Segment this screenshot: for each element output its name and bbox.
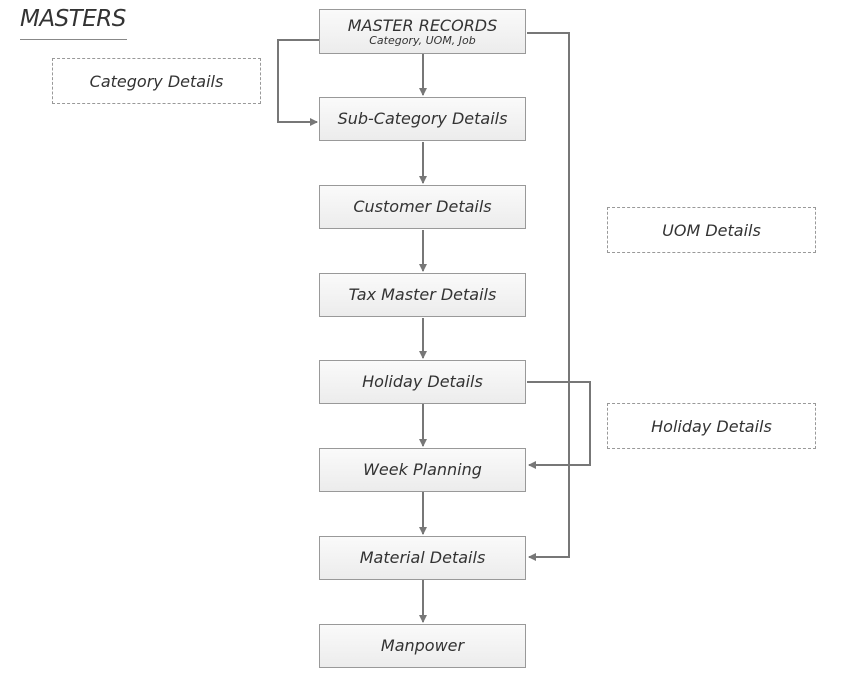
master-records-sublabel: Category, UOM, Job [369,33,476,47]
title-underline [20,39,127,40]
category-details-note: Category Details [52,58,261,104]
holiday-details-label: Holiday Details [362,372,483,391]
diagram-title: MASTERS [20,6,126,32]
week-planning-box[interactable]: Week Planning [319,448,526,492]
sub-category-details-label: Sub-Category Details [337,109,508,128]
sub-category-details-box[interactable]: Sub-Category Details [319,97,526,141]
arrow-holiday-to-week-right [527,381,591,469]
week-planning-label: Week Planning [363,460,482,479]
customer-details-box[interactable]: Customer Details [319,185,526,229]
manpower-label: Manpower [380,636,465,655]
holiday-details-note-label: Holiday Details [651,416,772,436]
customer-details-label: Customer Details [353,197,492,216]
holiday-details-note: Holiday Details [607,403,816,449]
master-records-box[interactable]: MASTER RECORDS Category, UOM, Job [319,9,526,54]
uom-details-note-label: UOM Details [662,220,761,240]
uom-details-note: UOM Details [607,207,816,253]
category-details-note-label: Category Details [89,71,224,91]
tax-master-details-box[interactable]: Tax Master Details [319,273,526,317]
arrow-master-to-material-right [527,32,570,561]
material-details-box[interactable]: Material Details [319,536,526,580]
tax-master-details-label: Tax Master Details [348,285,497,304]
holiday-details-box[interactable]: Holiday Details [319,360,526,404]
manpower-box[interactable]: Manpower [319,624,526,668]
material-details-label: Material Details [359,548,486,567]
master-records-label: MASTER RECORDS [347,15,498,35]
arrow-master-to-subcategory-left [277,39,319,126]
